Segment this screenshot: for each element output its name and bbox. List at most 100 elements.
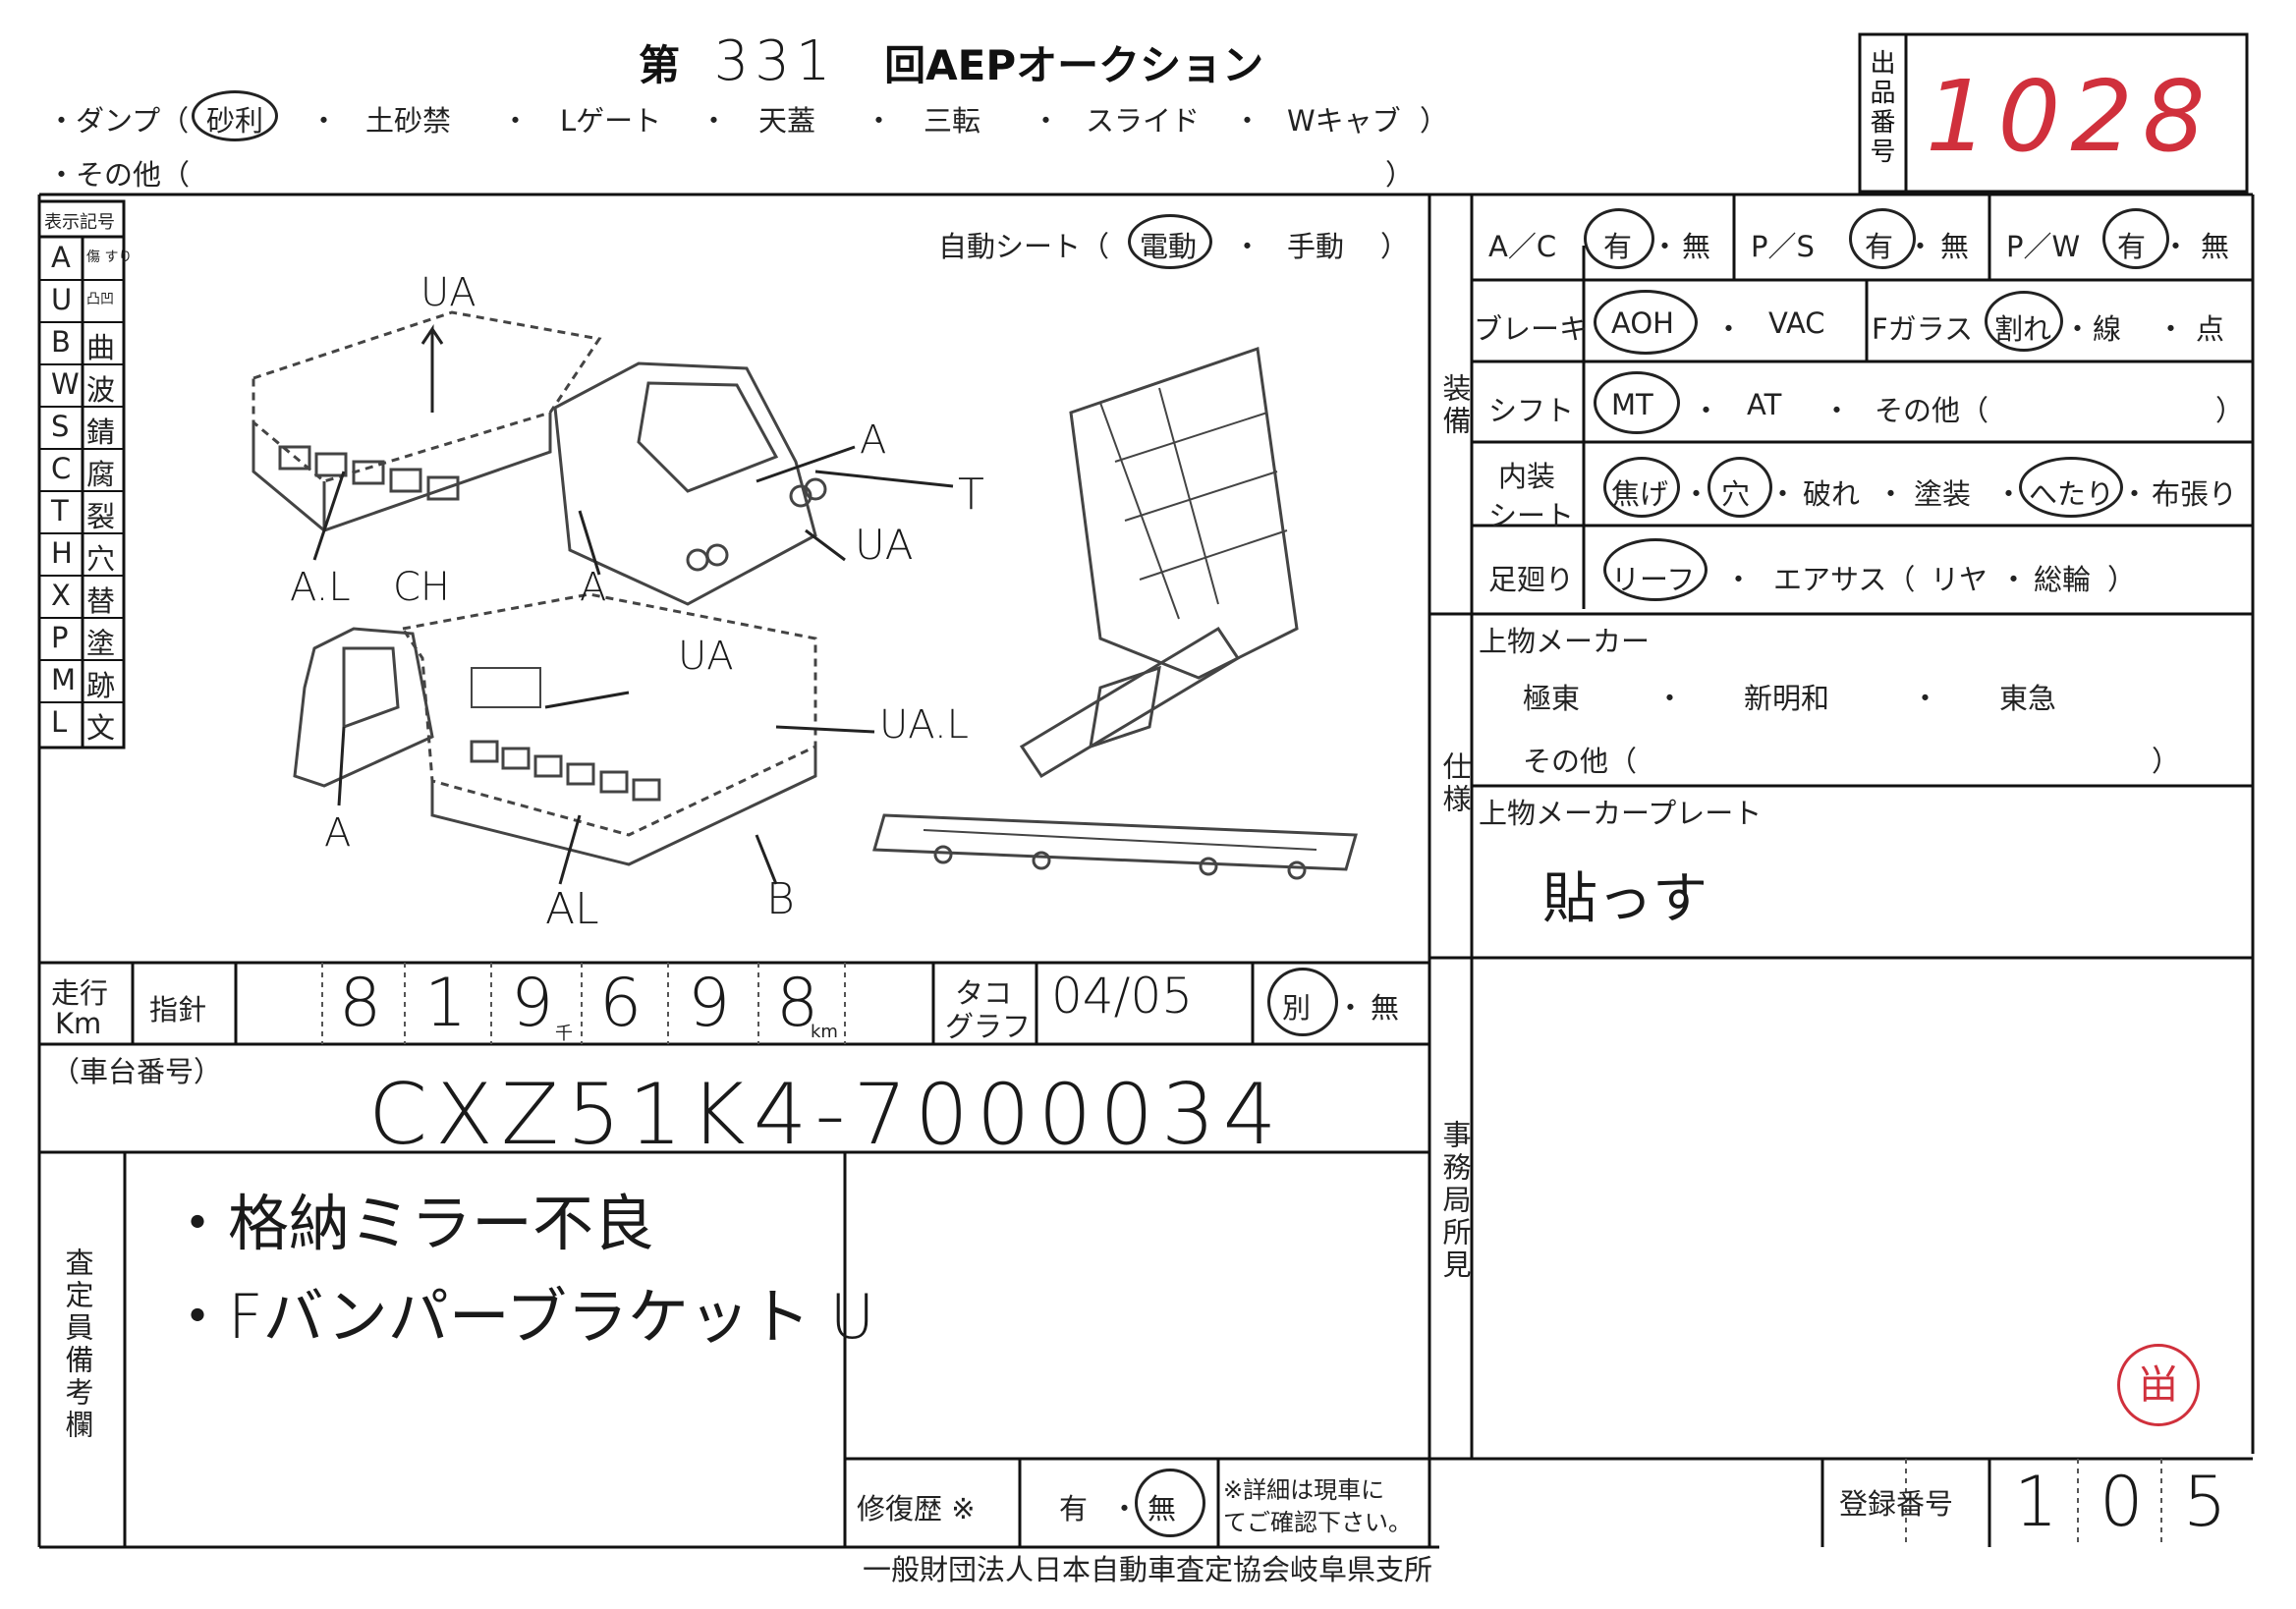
registration-digit: 1 [2014,1462,2058,1542]
separator: ・ [2063,312,2093,346]
legend-meaning: 穴 [86,542,116,576]
separator: ・ [1714,312,1744,346]
chassis-number: CXZ51K4-7000034 [368,1066,1285,1164]
separator: ・ [1682,477,1711,511]
separator: ・ [1994,477,2024,511]
shift-label: シフト [1488,394,1575,427]
repair-history-label: 修復歴 ※ [857,1492,976,1526]
auto-sheet-manual: 手動 [1287,230,1345,263]
damage-mark: UA.L [879,702,969,748]
registration-digit: 5 [2183,1462,2227,1542]
auto-sheet-row: 自動シート（ [938,224,1109,265]
footer-organization: 一般財団法人日本自動車査定協会岐阜県支所 [863,1553,1433,1586]
interior-tear: 破れ [1803,477,1861,511]
auto-sheet-close: ） [1380,230,1410,263]
maker-kyokuto: 極東 [1523,682,1581,715]
damage-mark: A [860,417,887,463]
ps-no: 無 [1940,230,1970,263]
lot-number: 1028 [1926,59,2215,174]
repair-note-2: てご確認下さい。 [1223,1509,1412,1536]
auction-number: 331 [713,29,837,93]
selection-circle [1135,1469,1205,1537]
other-label: ・その他（ [47,158,191,192]
legend-code: X [51,579,71,612]
remark-line-2: ・Fバンパーブラケット U [167,1281,875,1353]
suspension-rear: リヤ [1931,563,1988,596]
remark-line-1: ・格納ミラー不良 [167,1188,655,1259]
legend-meaning: 錆 [86,416,116,449]
brake-vac: VAC [1768,306,1825,340]
pw-no: 無 [2201,230,2230,263]
damage-mark: UA [855,521,914,569]
damage-mark: A [324,810,352,856]
separator: ・ [700,104,729,138]
reading-label: 指針 [149,993,207,1026]
selection-circle [1594,371,1680,434]
separator: ・ [1233,230,1262,263]
dump-close: ） [1420,104,1449,138]
damage-mark: T [958,470,984,520]
selection-circle [1584,208,1654,269]
legend-meaning: 波 [86,373,116,407]
fglass-point: 点 [2196,312,2225,346]
pw-label: P／W [2006,230,2081,263]
plate-value: 貼っす [1542,867,1708,931]
selection-circle [1267,968,1338,1036]
damage-mark: UA [678,634,734,679]
legend-code: T [51,494,69,527]
dump-row: ・ダンプ（ [47,98,189,139]
office-label: 事務局所見 [1438,1120,1472,1282]
separator: ・ [2120,477,2150,511]
damage-mark: B [766,874,795,924]
separator: ・ [1999,563,2029,596]
maker-other-close: ） [2152,745,2181,778]
equipment-section-label: 装備 [1438,373,1472,438]
tacho-label-2: グラフ [945,1010,1032,1043]
odometer-digit: 1 [424,965,468,1042]
odometer-digit: 8 [339,965,382,1042]
shift-at: AT [1747,388,1782,421]
title-suffix: 回AEPオークション [884,41,1264,89]
separator: ・ [1110,1492,1140,1526]
separator: ・ [1724,563,1754,596]
legend-code: L [51,705,68,739]
separator: ・ [1692,394,1721,427]
separator: ・ [1655,682,1685,715]
dump-label: ・ダンプ（ [47,104,190,138]
suspension-air: エアサス（ [1773,563,1916,596]
legend-meaning: 凸凹 [86,292,114,307]
selection-circle [1985,291,2063,352]
separator: ・ [1651,230,1680,263]
legend-meaning: 跡 [86,669,116,702]
tacho-value: 04/05 [1051,968,1194,1025]
interior-label-2: シート [1488,499,1575,532]
legend-code: S [51,410,70,443]
suspension-close: ） [2107,563,2137,596]
dump-option-three-way: 三転 [924,104,981,138]
legend-code: C [51,452,72,485]
damage-mark: AL [545,884,599,934]
legend-code: U [51,283,73,316]
interior-fabric: 布張り [2152,477,2238,511]
maker-tokyu: 東急 [1999,682,2057,715]
auto-sheet-label: 自動シート（ [938,230,1110,263]
separator: ・ [1768,477,1798,511]
separator: ・ [1911,682,1940,715]
mileage-label-2: Km [55,1007,102,1040]
separator: ・ [1032,104,1061,138]
separator: ・ [1822,394,1852,427]
dump-option-soil: 土砂禁 [365,104,452,138]
selection-circle [1603,538,1708,601]
selection-circle [2019,457,2123,518]
other-close: ） [1385,158,1415,192]
mileage-label-1: 走行 [51,976,109,1010]
ac-label: A／C [1488,230,1557,263]
maker-label: 上物メーカー [1479,625,1651,658]
registration-label: 登録番号 [1839,1487,1954,1521]
legend-meaning: 裂 [86,500,116,533]
tacho-label-1: タコ [955,976,1013,1010]
dump-option-lgate: Lゲート [560,104,662,138]
selection-circle [1849,208,1916,269]
legend-code: B [51,325,71,359]
